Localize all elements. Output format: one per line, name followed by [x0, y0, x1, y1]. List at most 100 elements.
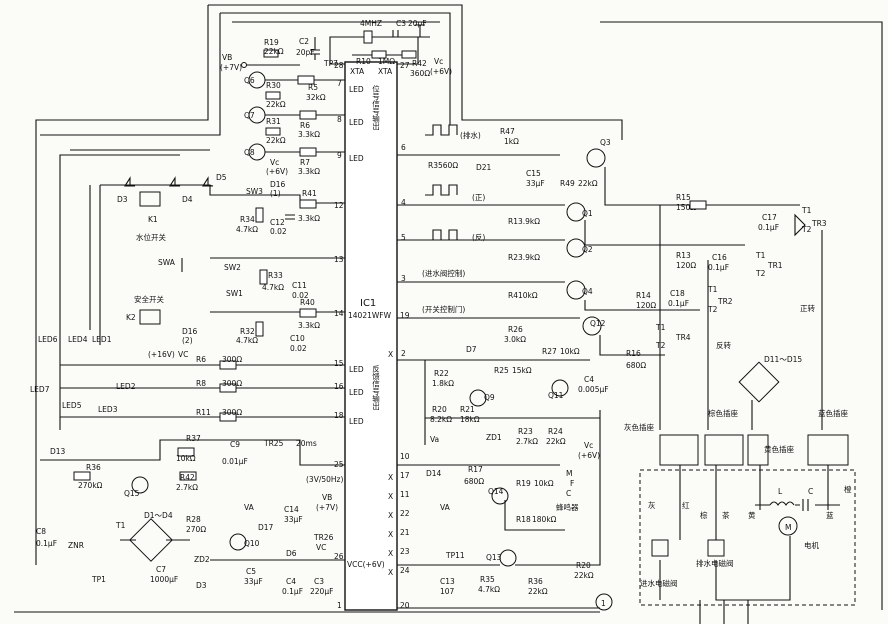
- svg-text:C3: C3: [396, 19, 406, 28]
- svg-text:Q3: Q3: [600, 138, 611, 147]
- svg-text:1MΩ: 1MΩ: [378, 57, 395, 66]
- svg-text:ZD1: ZD1: [486, 433, 502, 442]
- svg-text:X: X: [388, 549, 393, 558]
- svg-text:TP11: TP11: [445, 551, 465, 560]
- svg-text:TR4: TR4: [675, 333, 691, 342]
- svg-text:270Ω: 270Ω: [186, 525, 206, 534]
- svg-text:R37: R37: [186, 434, 201, 443]
- svg-text:R40: R40: [300, 298, 315, 307]
- svg-text:灰色插座: 灰色插座: [624, 422, 654, 432]
- svg-text:22kΩ: 22kΩ: [546, 437, 566, 446]
- svg-text:33μF: 33μF: [244, 577, 263, 586]
- output-drivers: R47 1kΩ (排水) R3 560Ω D21 C15 33μF R49 22…: [397, 124, 611, 609]
- svg-text:C17: C17: [762, 213, 777, 222]
- svg-text:K1: K1: [148, 215, 158, 224]
- svg-text:D13: D13: [50, 447, 66, 456]
- svg-text:X: X: [388, 492, 393, 501]
- svg-text:黄色插座: 黄色插座: [764, 444, 794, 454]
- svg-text:D16: D16: [182, 327, 198, 336]
- svg-text:T1: T1: [707, 285, 718, 294]
- svg-text:Q10: Q10: [244, 539, 260, 548]
- svg-text:Q11: Q11: [548, 391, 564, 400]
- svg-text:C10: C10: [290, 334, 305, 343]
- svg-text:D14: D14: [426, 469, 442, 478]
- svg-text:TR25: TR25: [263, 439, 284, 448]
- svg-text:33μF: 33μF: [526, 179, 545, 188]
- svg-text:28: 28: [334, 61, 344, 70]
- svg-text:10: 10: [400, 452, 410, 461]
- svg-text:C16: C16: [712, 253, 727, 262]
- svg-text:(排水): (排水): [460, 130, 481, 140]
- svg-text:3.3kΩ: 3.3kΩ: [298, 321, 320, 330]
- svg-text:蓝色插座: 蓝色插座: [818, 408, 848, 418]
- svg-text:SW3: SW3: [246, 187, 263, 196]
- svg-text:R31: R31: [266, 117, 281, 126]
- svg-text:20: 20: [400, 601, 410, 610]
- svg-text:4.7kΩ: 4.7kΩ: [236, 225, 258, 234]
- svg-text:300Ω: 300Ω: [222, 379, 242, 388]
- svg-text:D3: D3: [117, 195, 128, 204]
- svg-text:R33: R33: [268, 271, 283, 280]
- svg-text:(开关控制门): (开关控制门): [422, 304, 465, 314]
- svg-text:22: 22: [400, 509, 410, 518]
- svg-text:C12: C12: [270, 218, 285, 227]
- svg-text:R15: R15: [676, 193, 691, 202]
- svg-text:C11: C11: [292, 281, 307, 290]
- svg-text:(+7V): (+7V): [316, 503, 338, 512]
- svg-text:(3V/50Hz): (3V/50Hz): [306, 475, 343, 484]
- svg-text:R2: R2: [508, 253, 518, 262]
- svg-text:26: 26: [334, 552, 344, 561]
- svg-text:反转: 反转: [716, 340, 731, 350]
- svg-text:Vc: Vc: [270, 158, 279, 167]
- svg-text:R34: R34: [240, 215, 255, 224]
- svg-text:D7: D7: [466, 345, 477, 354]
- svg-text:Q1: Q1: [582, 209, 593, 218]
- svg-text:Q2: Q2: [582, 245, 593, 254]
- svg-text:1: 1: [337, 601, 342, 610]
- svg-text:棕: 棕: [700, 510, 708, 520]
- svg-text:TP1: TP1: [91, 575, 106, 584]
- svg-text:0.1μF: 0.1μF: [668, 299, 689, 308]
- svg-text:2: 2: [401, 349, 406, 358]
- svg-text:(+6V): (+6V): [430, 67, 452, 76]
- svg-text:M: M: [566, 469, 572, 478]
- svg-text:24: 24: [400, 566, 410, 575]
- svg-text:C4: C4: [584, 375, 594, 384]
- svg-text:TP7: TP7: [323, 59, 338, 68]
- svg-text:Q15: Q15: [124, 489, 140, 498]
- svg-text:(+6V): (+6V): [578, 451, 600, 460]
- svg-text:7: 7: [337, 79, 342, 88]
- svg-text:0.1μF: 0.1μF: [36, 539, 57, 548]
- svg-text:R11: R11: [196, 408, 211, 417]
- svg-text:22kΩ: 22kΩ: [528, 587, 548, 596]
- ic1-pos-signal: 位号信号输出: [371, 84, 380, 132]
- svg-text:F: F: [570, 479, 574, 488]
- svg-text:C3: C3: [314, 577, 324, 586]
- svg-text:D21: D21: [476, 163, 492, 172]
- ic1-fb-signal: 反馈信号输出: [371, 364, 380, 412]
- led-pin-label: LED: [349, 365, 364, 374]
- svg-text:4.7kΩ: 4.7kΩ: [236, 336, 258, 345]
- svg-text:蓝: 蓝: [826, 510, 834, 520]
- frame-wires: [14, 4, 883, 613]
- svg-text:K2: K2: [126, 313, 136, 322]
- svg-text:(2): (2): [182, 336, 193, 345]
- svg-text:R42: R42: [180, 473, 195, 482]
- svg-text:VB: VB: [222, 53, 232, 62]
- svg-text:LED7: LED7: [30, 385, 50, 394]
- svg-text:R4: R4: [508, 291, 518, 300]
- svg-text:C8: C8: [36, 527, 46, 536]
- svg-text:D16: D16: [270, 180, 286, 189]
- svg-text:R22: R22: [434, 369, 449, 378]
- svg-text:R3: R3: [428, 161, 438, 170]
- svg-text:茶: 茶: [722, 510, 730, 520]
- svg-text:Q6: Q6: [244, 76, 255, 85]
- svg-text:0.1μF: 0.1μF: [282, 587, 303, 596]
- svg-text:300Ω: 300Ω: [222, 355, 242, 364]
- svg-text:R42: R42: [412, 59, 427, 68]
- svg-text:180kΩ: 180kΩ: [532, 515, 557, 524]
- svg-text:150Ω: 150Ω: [676, 203, 696, 212]
- svg-text:T1: T1: [801, 206, 812, 215]
- power-zero-cross: D13 R37 10kΩ C9 0.01μF TR25 20ms (3V/50H…: [36, 434, 345, 596]
- led-pin-label: LED: [349, 154, 364, 163]
